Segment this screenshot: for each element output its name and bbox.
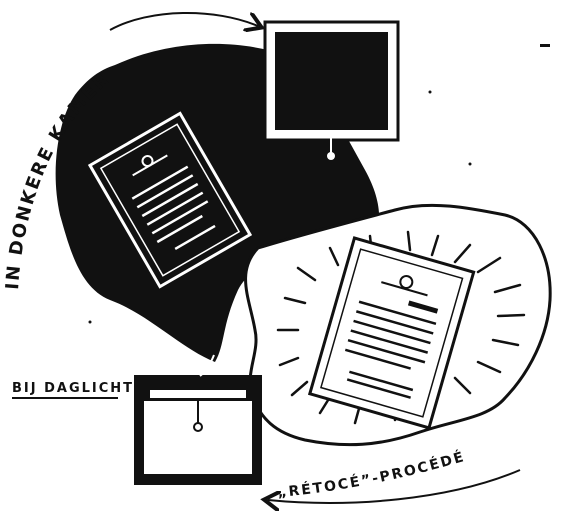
open-box	[134, 375, 262, 485]
closed-box	[265, 22, 398, 160]
arrow-to-darkroom-box	[110, 13, 258, 30]
daylight-label: BIJ DAGLICHT	[12, 381, 134, 396]
